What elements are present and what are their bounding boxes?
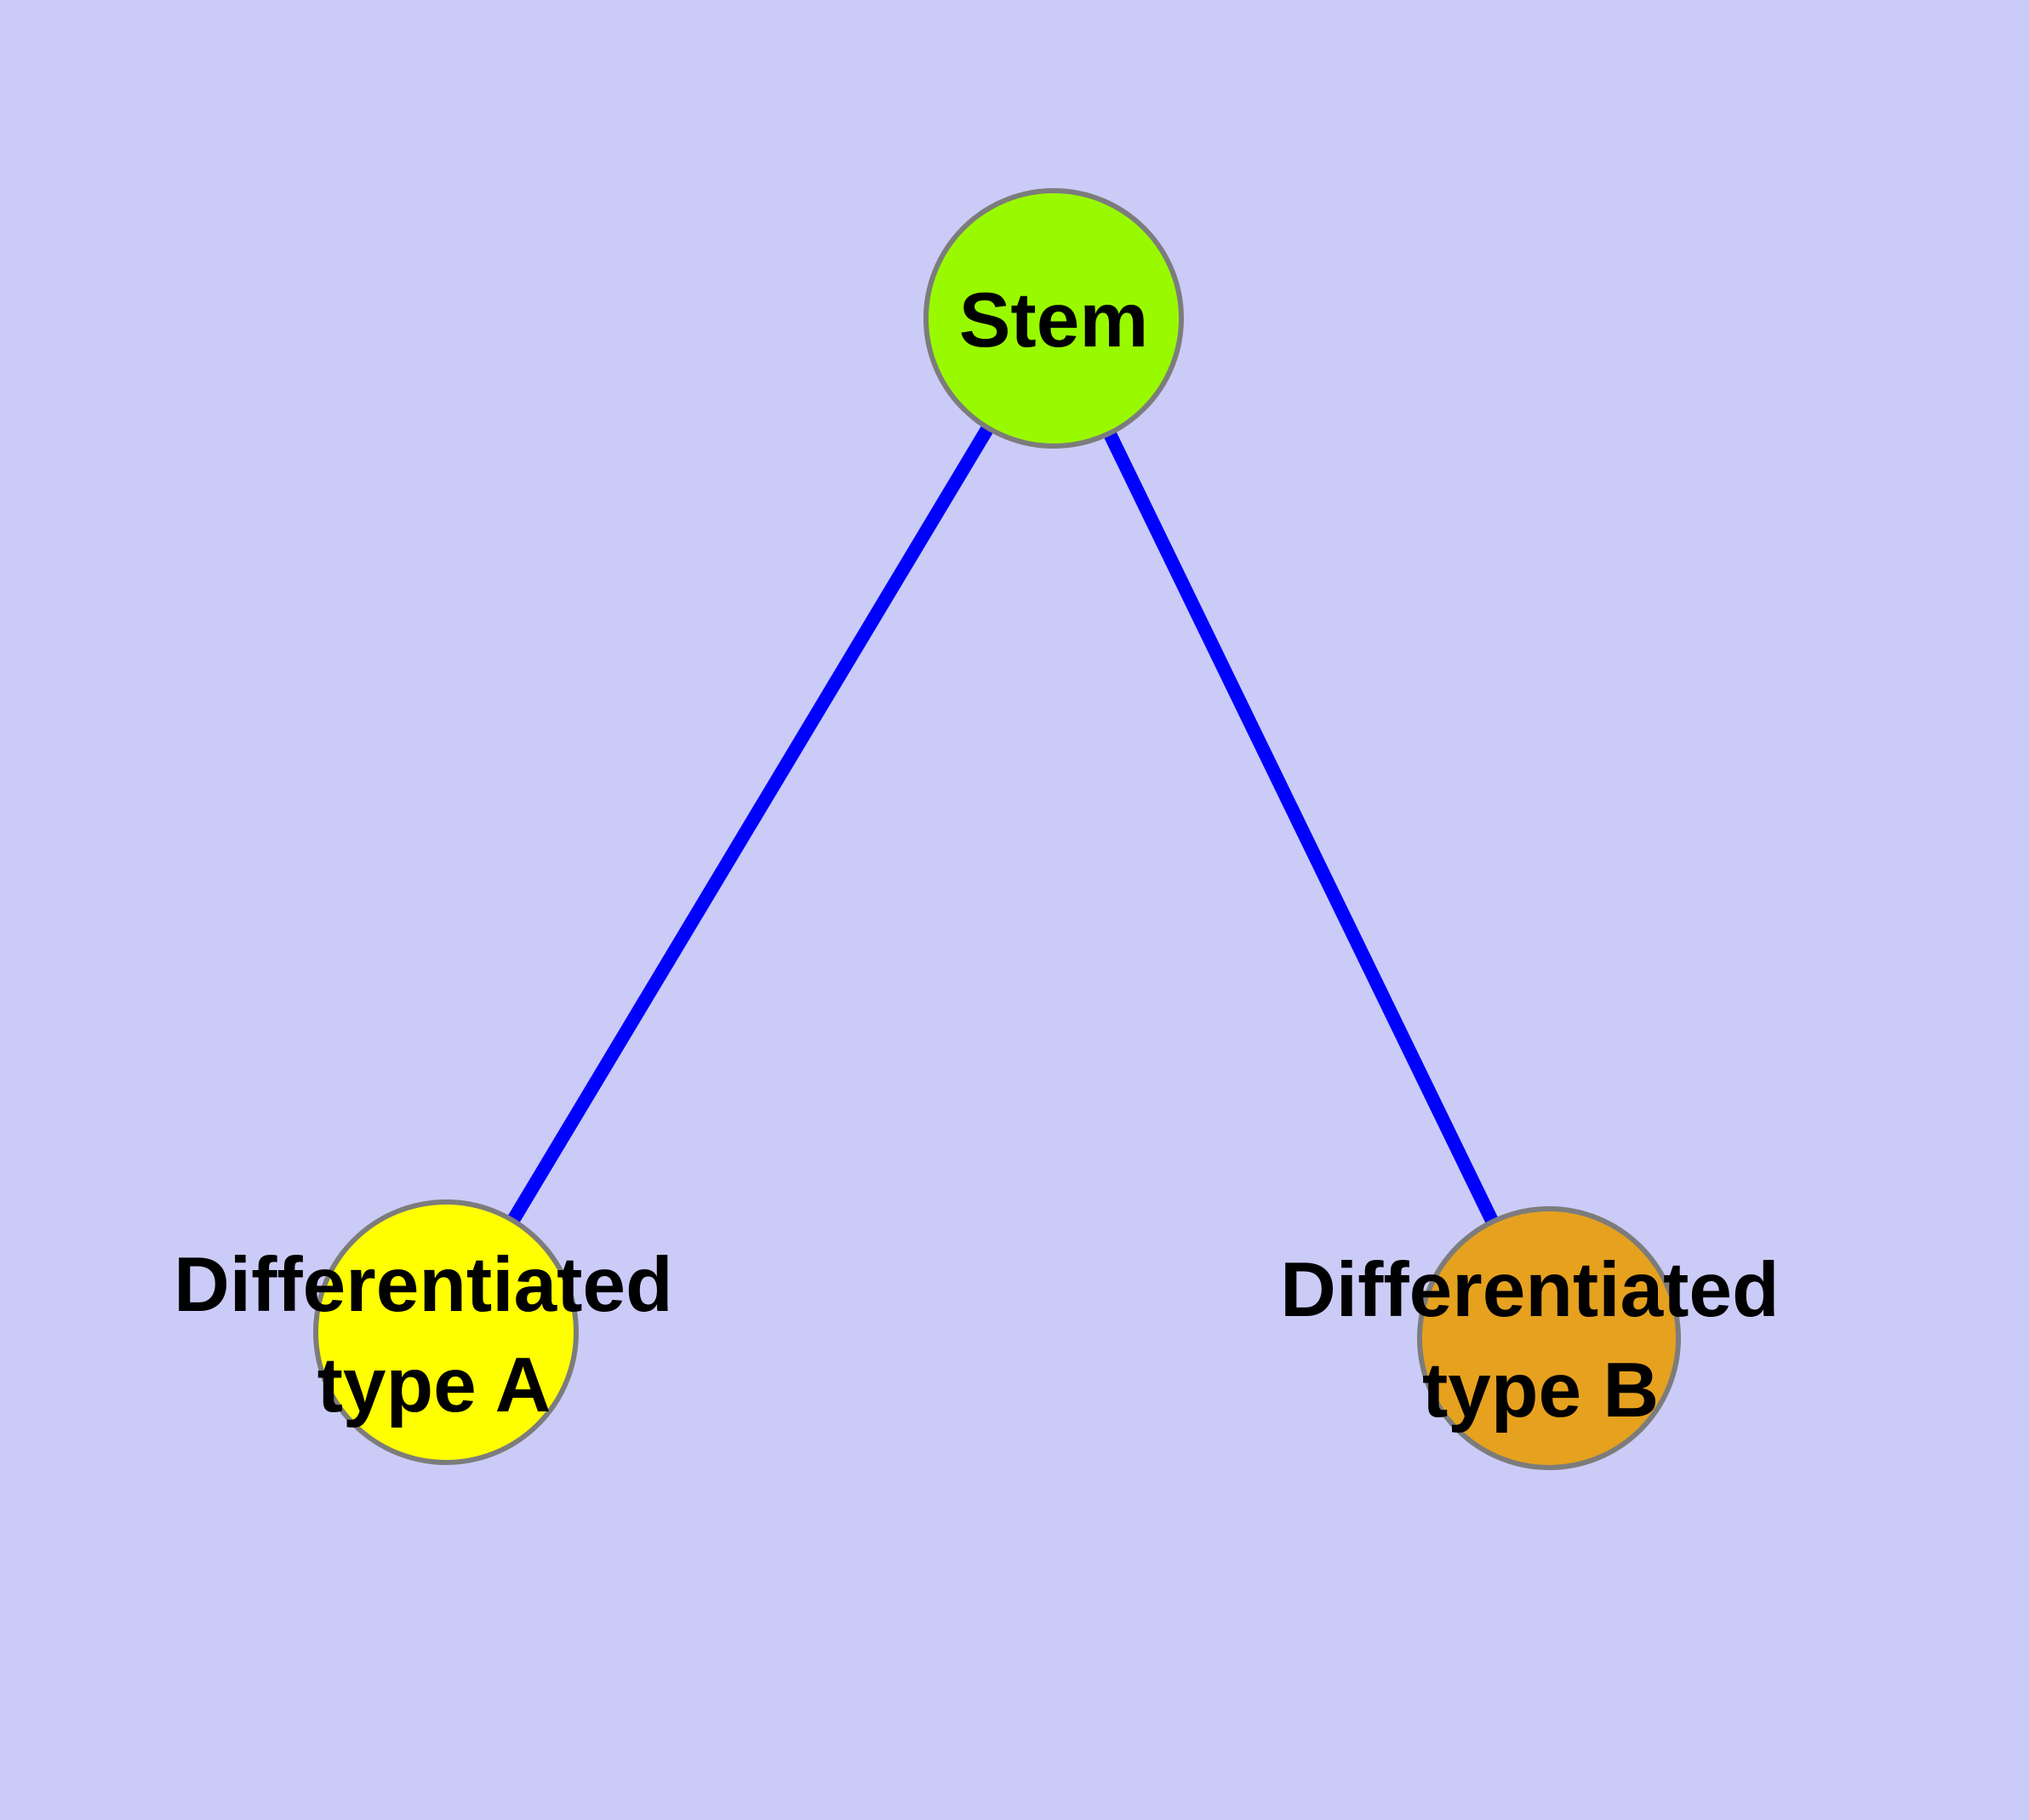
edge-stem-to-type-a xyxy=(440,314,1060,1336)
edge-stem-to-type-b xyxy=(1047,315,1556,1342)
node-label-differentiated-type-a-line-2: type A xyxy=(317,1342,552,1428)
node-label-differentiated-type-a-line-1: Differentiated xyxy=(174,1242,673,1328)
node-stem xyxy=(923,188,1184,449)
node-differentiated-type-b xyxy=(1417,1206,1681,1470)
node-label-differentiated-type-b: Differentiated type B xyxy=(1280,1247,1801,1434)
node-differentiated-type-a xyxy=(313,1199,579,1465)
node-label-differentiated-type-b-line-2: type B xyxy=(1422,1348,1659,1434)
node-label-differentiated-type-b-line-1: Differentiated xyxy=(1280,1247,1780,1333)
node-label-stem: Stem xyxy=(959,278,1149,363)
node-label-differentiated-type-a: Differentiated type A xyxy=(174,1242,694,1428)
